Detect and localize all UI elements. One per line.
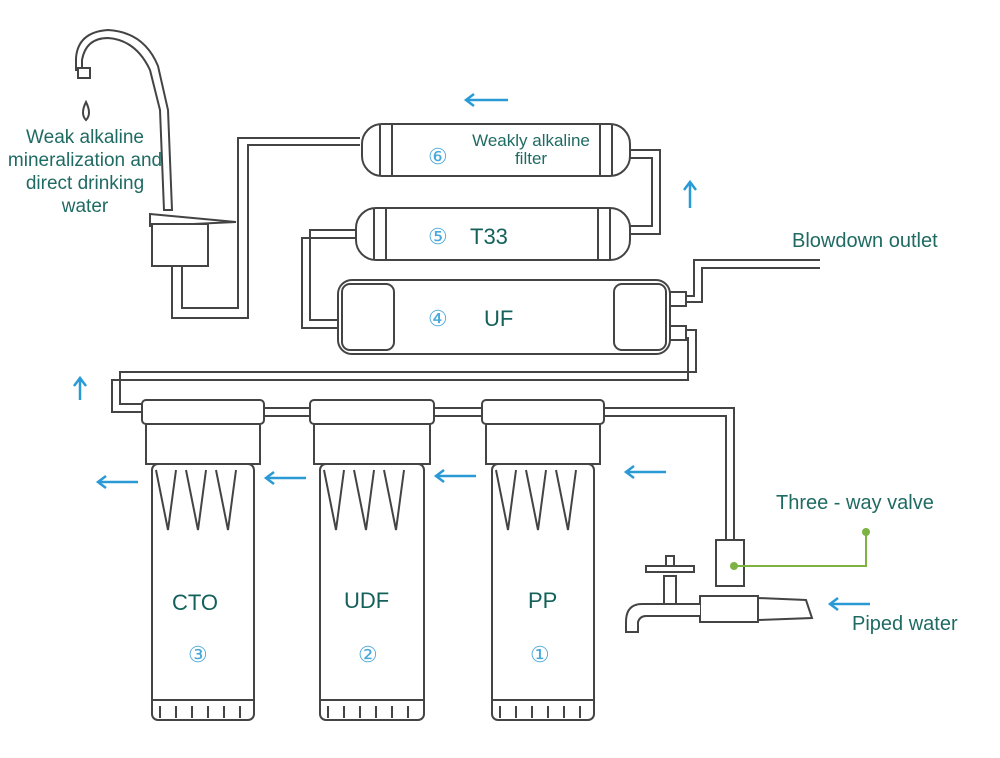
filter-6-name-line1: Weakly alkaline <box>472 131 590 150</box>
filter-1-number: ① <box>530 642 550 667</box>
arrow-left-icon <box>263 471 306 485</box>
filter-1-name: PP <box>528 588 558 613</box>
pipe-3-to-4 <box>111 329 697 413</box>
housings-top-manifold <box>262 407 735 540</box>
filter-2-name: UDF <box>344 588 390 613</box>
filter-3-number: ③ <box>188 642 208 667</box>
filter-6-name: Weakly alkaline filter <box>456 132 606 168</box>
filter-5-housing <box>355 207 631 261</box>
canister-1 <box>481 399 605 721</box>
arrow-left-icon <box>623 465 666 479</box>
filter-4-name: UF <box>484 306 514 331</box>
canister-3 <box>141 399 265 721</box>
three-way-valve <box>625 539 814 633</box>
arrow-left-icon <box>95 475 138 489</box>
pipe-5-to-6 <box>630 149 661 235</box>
filter-4-housing <box>337 279 687 355</box>
pipe-4-to-5 <box>301 229 356 329</box>
filter-6-number: ⑥ <box>428 144 448 169</box>
valve-leader-line <box>734 532 867 567</box>
piped-water-label: Piped water <box>852 613 958 635</box>
filter-5-name: T33 <box>470 224 508 249</box>
arrow-up-icon <box>683 179 697 208</box>
arrow-left-icon <box>463 93 508 107</box>
three-way-valve-label: Three - way valve <box>776 492 934 514</box>
water-drop-icon <box>82 99 90 122</box>
drinking-water-label: Weak alkaline mineralization and direct … <box>7 127 163 217</box>
arrow-left-icon <box>827 597 870 611</box>
filter-4-number: ④ <box>428 306 448 331</box>
filter-2-number: ② <box>358 642 378 667</box>
arrow-left-icon <box>433 469 476 483</box>
filter-5-number: ⑤ <box>428 224 448 249</box>
blowdown-pipe <box>686 259 820 303</box>
blowdown-outlet-label: Blowdown outlet <box>792 230 938 252</box>
arrow-up-icon <box>73 375 87 400</box>
faucet <box>75 28 360 319</box>
canister-2 <box>309 399 435 721</box>
filter-3-name: CTO <box>172 590 219 615</box>
flow-arrows <box>73 93 870 611</box>
filter-6-name-line2: filter <box>514 149 548 168</box>
